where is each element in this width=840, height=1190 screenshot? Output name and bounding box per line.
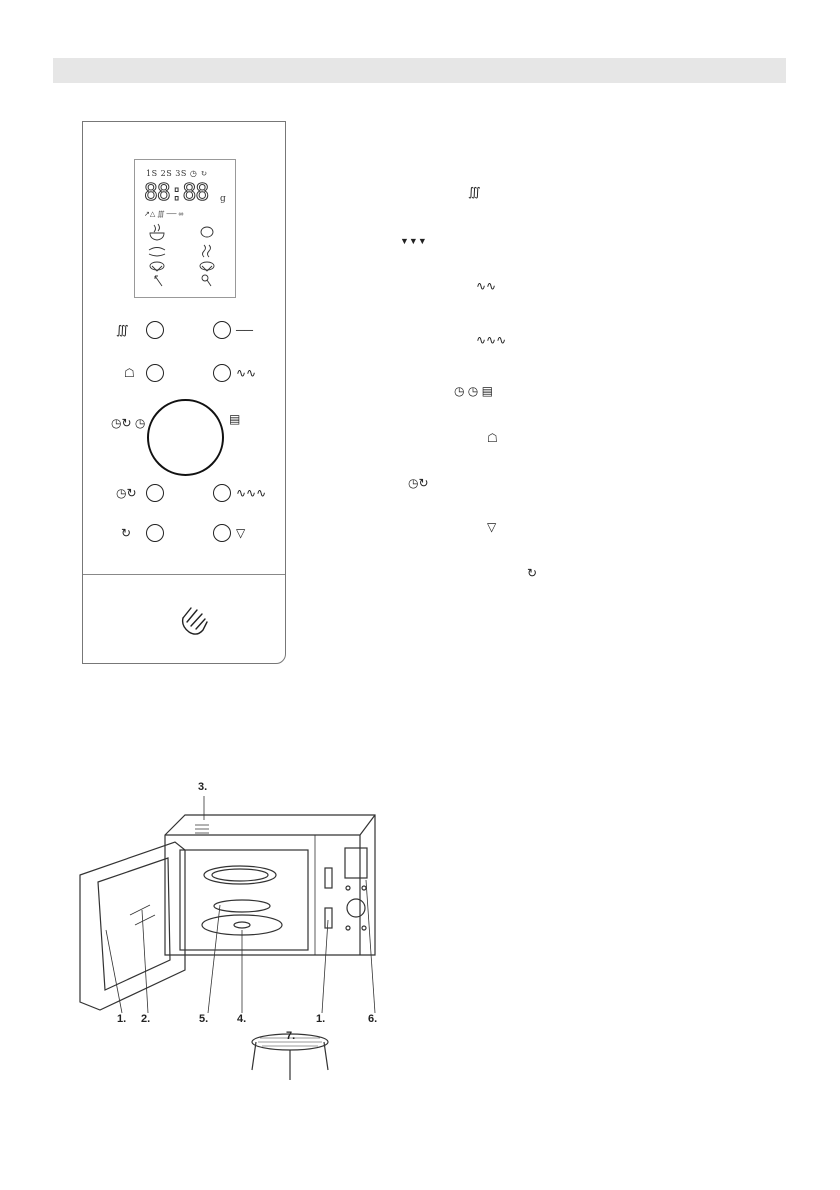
carrot-icon bbox=[154, 275, 163, 287]
legend-grill-icon: ▼▼▼ bbox=[400, 236, 427, 246]
callout-door-latch-left: 1. bbox=[117, 1013, 127, 1025]
microwave-icon: ∭ bbox=[116, 323, 129, 337]
drumstick-icon bbox=[201, 274, 212, 287]
legend-delay-icon: ◷↻ bbox=[408, 476, 429, 490]
top-vent bbox=[195, 824, 209, 834]
selector-dial[interactable] bbox=[147, 399, 224, 476]
legend-weight-icon: ☖ bbox=[487, 431, 498, 445]
panel-divider bbox=[83, 574, 285, 575]
lcd-food-icons bbox=[148, 223, 215, 287]
soup-bowl-icon bbox=[149, 223, 165, 241]
callout-door-window: 2. bbox=[141, 1013, 151, 1025]
combi-grill-1-icon: ∿∿ bbox=[236, 366, 257, 380]
legend-clock-memory-icon: ◷ ◷ ▤ bbox=[454, 384, 493, 398]
oven-body bbox=[164, 814, 376, 956]
grill-icon: ── bbox=[236, 323, 254, 337]
panel-display bbox=[344, 847, 368, 879]
delay-start-button[interactable] bbox=[146, 484, 164, 502]
clock-icon: ◷↻ ◷ bbox=[111, 416, 146, 430]
lcd-display: 1S 2S 3S ◷ ↻ 88:88 g ↗△ ∭ ── ∞ bbox=[134, 159, 236, 298]
oven-cavity bbox=[179, 849, 309, 951]
door-window bbox=[97, 857, 171, 991]
roller-ring bbox=[213, 899, 271, 913]
lcd-digits: 88:88 bbox=[143, 180, 209, 206]
legend-microwave-icon: ∭ bbox=[468, 185, 481, 199]
grill-button[interactable] bbox=[213, 321, 231, 339]
weight-defrost-button[interactable] bbox=[146, 364, 164, 382]
pizza-2-icon bbox=[199, 261, 215, 272]
legend-combi-1-icon: ∿∿ bbox=[476, 279, 497, 293]
start-icon: ↻ bbox=[121, 526, 132, 540]
door-latch-top bbox=[324, 867, 333, 889]
microwave-oven-drawing bbox=[79, 796, 376, 1080]
lcd-mode-indicators: ↗△ ∭ ── ∞ bbox=[144, 211, 184, 218]
callout-top-vent: 3. bbox=[198, 781, 208, 793]
callout-grill-rack: 7. bbox=[286, 1030, 296, 1042]
callout-control-panel: 6. bbox=[368, 1013, 378, 1025]
section-header-bar bbox=[53, 58, 786, 83]
legend-combi-2-icon: ∿∿∿ bbox=[476, 333, 507, 347]
turntable-plate bbox=[203, 865, 277, 885]
start-button[interactable] bbox=[146, 524, 164, 542]
legend-start-icon: ↻ bbox=[527, 566, 538, 580]
door-open-hand-icon[interactable] bbox=[177, 604, 213, 636]
callout-turntable: 4. bbox=[237, 1013, 247, 1025]
callout-door-latch-right: 1. bbox=[316, 1013, 326, 1025]
heat-waves-icon bbox=[202, 244, 211, 258]
potato-icon bbox=[200, 226, 214, 238]
legend-stop-icon: ▽ bbox=[487, 520, 497, 534]
combi-grill-2-icon: ∿∿∿ bbox=[236, 486, 267, 500]
control-panel-diagram: 1S 2S 3S ◷ ↻ 88:88 g ↗△ ∭ ── ∞ ∭ ── ☖ ∿∿… bbox=[82, 121, 286, 664]
oven-door bbox=[79, 841, 186, 1011]
door-latch-bottom bbox=[324, 907, 333, 929]
stop-icon: ▽ bbox=[236, 526, 246, 540]
memory-icon: ▤ bbox=[229, 412, 241, 426]
lcd-unit: g bbox=[220, 194, 226, 204]
fish-icon bbox=[148, 247, 166, 257]
lcd-top-indicators: 1S 2S 3S ◷ ↻ bbox=[146, 169, 208, 178]
combi-grill-2-button[interactable] bbox=[213, 484, 231, 502]
callout-roller-ring: 5. bbox=[199, 1013, 209, 1025]
combi-grill-1-button[interactable] bbox=[213, 364, 231, 382]
delay-start-icon: ◷↻ bbox=[116, 486, 137, 500]
panel-dial bbox=[346, 898, 366, 918]
stop-button[interactable] bbox=[213, 524, 231, 542]
pizza-icon bbox=[149, 261, 165, 272]
microwave-button[interactable] bbox=[146, 321, 164, 339]
weight-icon: ☖ bbox=[124, 366, 135, 380]
